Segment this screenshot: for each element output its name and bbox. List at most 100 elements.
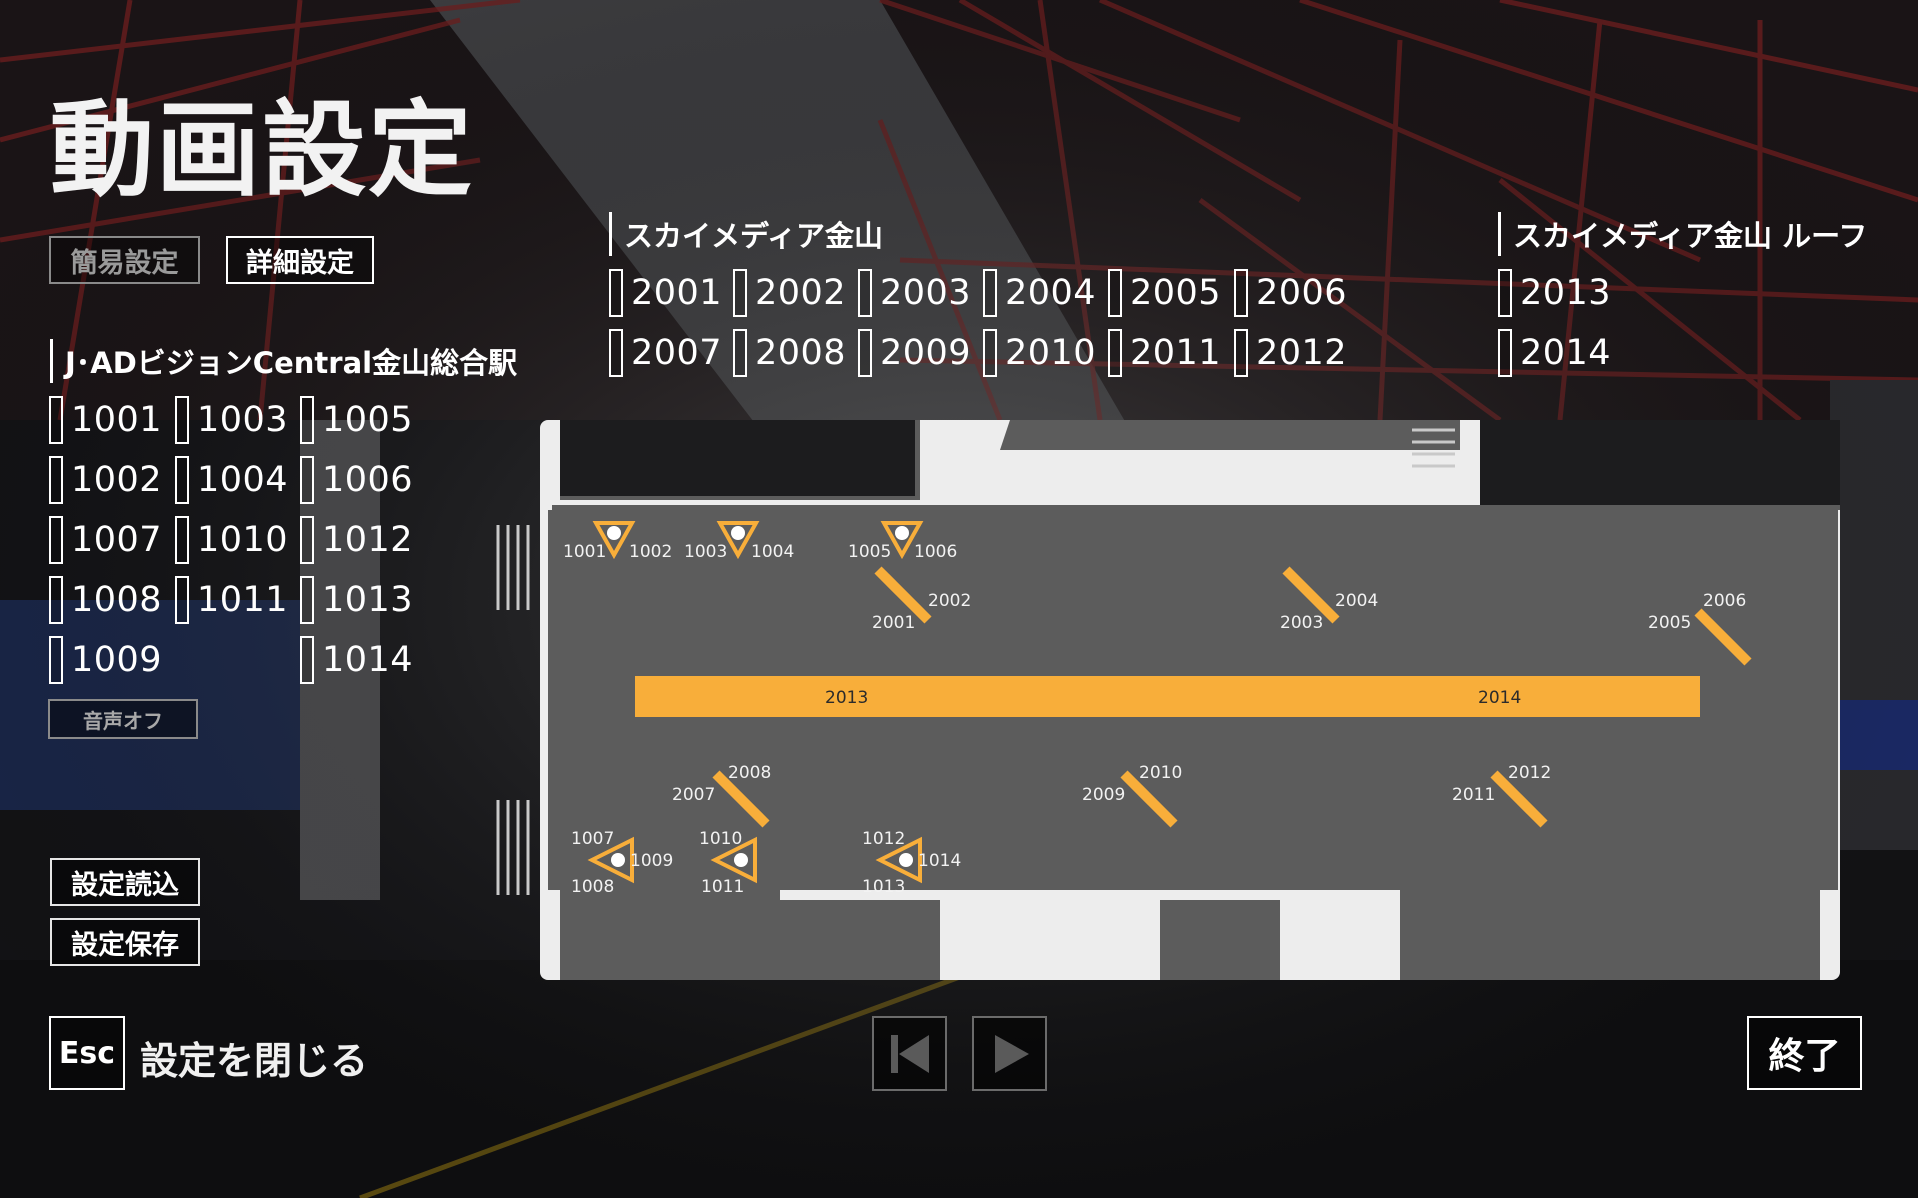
checkbox-box[interactable]: [300, 516, 314, 564]
checkbox-box[interactable]: [983, 269, 997, 317]
checkbox-1002[interactable]: 1002: [49, 455, 162, 505]
checkbox-2003[interactable]: 2003: [858, 268, 971, 318]
checkbox-box[interactable]: [1234, 269, 1248, 317]
checkbox-box[interactable]: [49, 456, 63, 504]
checkbox-label: 2004: [1005, 273, 1097, 313]
tab-detail-settings[interactable]: 詳細設定: [226, 236, 374, 284]
checkbox-2002[interactable]: 2002: [733, 268, 846, 318]
checkbox-1003[interactable]: 1003: [175, 395, 288, 445]
tab-simple-settings[interactable]: 簡易設定: [49, 236, 200, 284]
checkbox-1011[interactable]: 1011: [175, 575, 288, 625]
checkbox-1001[interactable]: 1001: [49, 395, 162, 445]
checkbox-label: 1005: [322, 400, 414, 440]
checkbox-box[interactable]: [609, 329, 623, 377]
checkbox-1009[interactable]: 1009: [49, 635, 162, 685]
previous-button[interactable]: [872, 1016, 947, 1091]
checkbox-2006[interactable]: 2006: [1234, 268, 1347, 318]
checkbox-label: 2012: [1256, 333, 1348, 373]
checkbox-label: 2001: [631, 273, 723, 313]
esc-key-button[interactable]: Esc: [49, 1016, 125, 1090]
checkbox-box[interactable]: [49, 576, 63, 624]
mute-audio-button[interactable]: 音声オフ: [48, 699, 198, 739]
checkbox-2007[interactable]: 2007: [609, 328, 722, 378]
checkbox-box[interactable]: [300, 456, 314, 504]
checkbox-label: 1010: [197, 520, 289, 560]
checkbox-label: 2010: [1005, 333, 1097, 373]
checkbox-box[interactable]: [300, 636, 314, 684]
checkbox-1010[interactable]: 1010: [175, 515, 288, 565]
checkbox-box[interactable]: [300, 576, 314, 624]
checkbox-1014[interactable]: 1014: [300, 635, 413, 685]
checkbox-box[interactable]: [175, 456, 189, 504]
checkbox-1004[interactable]: 1004: [175, 455, 288, 505]
checkbox-box[interactable]: [175, 396, 189, 444]
checkbox-1007[interactable]: 1007: [49, 515, 162, 565]
checkbox-label: 2014: [1520, 333, 1612, 373]
checkbox-label: 1001: [71, 400, 163, 440]
checkbox-label: 2002: [755, 273, 847, 313]
checkbox-box[interactable]: [733, 329, 747, 377]
checkbox-label: 1014: [322, 640, 414, 680]
checkbox-label: 2009: [880, 333, 972, 373]
checkbox-label: 2005: [1130, 273, 1222, 313]
checkbox-2012[interactable]: 2012: [1234, 328, 1347, 378]
checkbox-label: 2008: [755, 333, 847, 373]
checkbox-2013[interactable]: 2013: [1498, 268, 1611, 318]
checkbox-label: 1003: [197, 400, 289, 440]
checkbox-1006[interactable]: 1006: [300, 455, 413, 505]
checkbox-1013[interactable]: 1013: [300, 575, 413, 625]
checkbox-2014[interactable]: 2014: [1498, 328, 1611, 378]
checkbox-label: 1013: [322, 580, 414, 620]
checkbox-label: 1004: [197, 460, 289, 500]
checkbox-2009[interactable]: 2009: [858, 328, 971, 378]
checkbox-label: 1009: [71, 640, 163, 680]
checkbox-2005[interactable]: 2005: [1108, 268, 1221, 318]
checkbox-box[interactable]: [983, 329, 997, 377]
checkbox-label: 2011: [1130, 333, 1222, 373]
checkbox-2008[interactable]: 2008: [733, 328, 846, 378]
checkbox-label: 1006: [322, 460, 414, 500]
checkbox-label: 1007: [71, 520, 163, 560]
checkbox-box[interactable]: [1108, 329, 1122, 377]
quit-button[interactable]: 終了: [1747, 1016, 1862, 1090]
checkbox-label: 1012: [322, 520, 414, 560]
checkbox-box[interactable]: [175, 516, 189, 564]
checkbox-box[interactable]: [733, 269, 747, 317]
checkbox-box[interactable]: [49, 636, 63, 684]
checkbox-2001[interactable]: 2001: [609, 268, 722, 318]
checkbox-box[interactable]: [858, 269, 872, 317]
checkbox-label: 1008: [71, 580, 163, 620]
checkbox-box[interactable]: [1234, 329, 1248, 377]
checkbox-1012[interactable]: 1012: [300, 515, 413, 565]
checkbox-box[interactable]: [300, 396, 314, 444]
checkbox-label: 2013: [1520, 273, 1612, 313]
checkbox-2011[interactable]: 2011: [1108, 328, 1221, 378]
checkbox-2004[interactable]: 2004: [983, 268, 1096, 318]
checkbox-box[interactable]: [1108, 269, 1122, 317]
checkbox-2010[interactable]: 2010: [983, 328, 1096, 378]
close-settings-label[interactable]: 設定を閉じる: [140, 1039, 369, 1083]
checkbox-box[interactable]: [1498, 269, 1512, 317]
page-title: 動画設定: [50, 89, 475, 211]
checkbox-box[interactable]: [175, 576, 189, 624]
save-settings-button[interactable]: 設定保存: [50, 918, 200, 966]
checkbox-label: 2003: [880, 273, 972, 313]
play-button[interactable]: [972, 1016, 1047, 1091]
checkbox-box[interactable]: [49, 396, 63, 444]
checkbox-1008[interactable]: 1008: [49, 575, 162, 625]
checkbox-label: 1002: [71, 460, 163, 500]
skip-back-icon: [890, 1034, 929, 1073]
checkbox-box[interactable]: [609, 269, 623, 317]
group-title-sky-media-roof: スカイメディア金山 ルーフ: [1498, 212, 1867, 256]
play-icon: [994, 1034, 1029, 1073]
load-settings-button[interactable]: 設定読込: [50, 858, 200, 906]
checkbox-box[interactable]: [858, 329, 872, 377]
checkbox-1005[interactable]: 1005: [300, 395, 413, 445]
checkbox-label: 2006: [1256, 273, 1348, 313]
group-title-jad-vision: J･ADビジョンCentral金山総合駅: [50, 339, 517, 383]
checkbox-label: 1011: [197, 580, 289, 620]
checkbox-box[interactable]: [49, 516, 63, 564]
group-title-sky-media: スカイメディア金山: [609, 212, 883, 256]
checkbox-label: 2007: [631, 333, 723, 373]
checkbox-box[interactable]: [1498, 329, 1512, 377]
